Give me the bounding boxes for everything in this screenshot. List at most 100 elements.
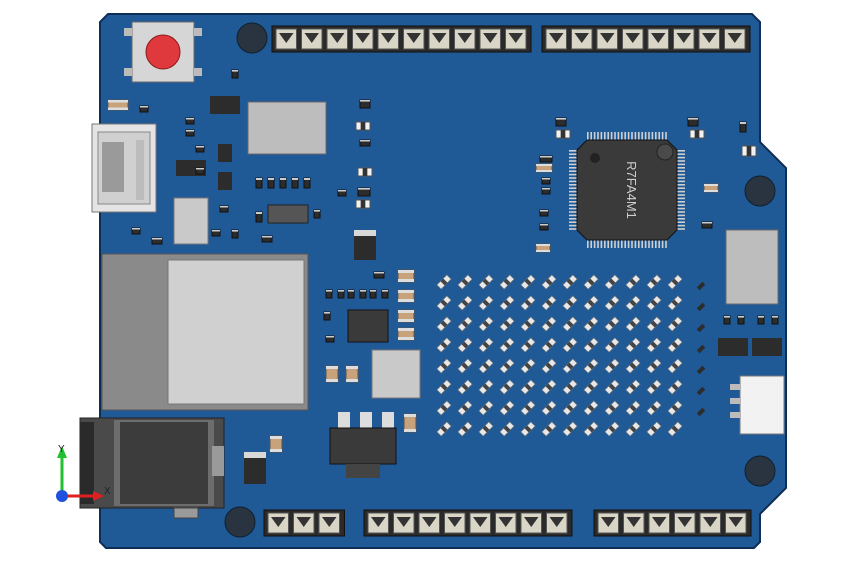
smd-resistor — [539, 223, 549, 231]
matrix-led — [520, 358, 536, 374]
header-top-right — [541, 25, 751, 53]
matrix-led — [562, 421, 578, 437]
matrix-led — [625, 358, 641, 374]
matrix-led — [436, 295, 452, 311]
header-pin — [647, 28, 669, 50]
matrix-led — [625, 421, 641, 437]
header-pin — [403, 28, 425, 50]
smd-resistor — [739, 121, 747, 133]
smd-resistor — [151, 237, 163, 245]
smd-resistor — [337, 189, 347, 197]
qwiic-connector — [730, 375, 785, 435]
matrix-led — [457, 295, 473, 311]
matrix-led — [562, 400, 578, 416]
smd-resistor — [359, 99, 371, 109]
matrix-led — [436, 379, 452, 395]
smd-resistor — [687, 117, 699, 127]
smd-capacitor — [345, 365, 359, 383]
smd-resistor — [219, 205, 229, 213]
smd-resistor — [195, 167, 205, 175]
matrix-led — [646, 316, 662, 332]
header-pin — [293, 512, 315, 534]
matrix-led — [604, 295, 620, 311]
matrix-led — [520, 295, 536, 311]
matrix-led — [646, 379, 662, 395]
smd-resistor — [541, 187, 551, 195]
smd-resistor — [347, 289, 355, 299]
smd-resistor — [267, 177, 275, 189]
smd-resistor — [255, 211, 263, 223]
matrix-led — [604, 358, 620, 374]
header-pin — [520, 512, 542, 534]
diodes — [244, 230, 376, 484]
matrix-led — [478, 295, 494, 311]
matrix-led — [478, 421, 494, 437]
matrix-led — [646, 274, 662, 290]
smd-resistor — [313, 209, 321, 219]
matrix-led — [667, 379, 683, 395]
smd-capacitor — [325, 365, 339, 383]
matrix-led — [583, 400, 599, 416]
header-pin — [505, 28, 527, 50]
smd-resistor — [303, 177, 311, 189]
matrix-led — [646, 295, 662, 311]
smd-resistor — [359, 139, 371, 147]
matrix-led — [604, 400, 620, 416]
matrix-led — [478, 316, 494, 332]
smd-led — [355, 121, 371, 131]
header-pin — [377, 28, 399, 50]
matrix-led — [625, 295, 641, 311]
matrix-led — [478, 337, 494, 353]
header-pin — [393, 512, 415, 534]
header-pin — [367, 512, 389, 534]
matrix-led — [604, 421, 620, 437]
matrix-led — [583, 421, 599, 437]
matrix-led — [625, 316, 641, 332]
smd-resistor — [185, 117, 195, 125]
matrix-led — [436, 421, 452, 437]
header-pin — [699, 512, 721, 534]
matrix-led — [520, 274, 536, 290]
smd-resistor — [337, 289, 345, 299]
smd-capacitor — [397, 289, 415, 303]
matrix-led — [667, 421, 683, 437]
matrix-led — [667, 337, 683, 353]
matrix-led — [604, 379, 620, 395]
matrix-led — [583, 295, 599, 311]
header-top-left — [271, 25, 532, 53]
header-pin — [698, 28, 720, 50]
matrix-led — [541, 358, 557, 374]
smd-resistor — [325, 335, 335, 343]
matrix-led — [499, 358, 515, 374]
header-pin — [318, 512, 340, 534]
smd-resistor — [369, 289, 377, 299]
matrix-led — [541, 421, 557, 437]
matrix-led — [583, 274, 599, 290]
matrix-led — [457, 316, 473, 332]
smd-capacitor — [535, 243, 551, 253]
header-pin — [352, 28, 374, 50]
wifi-module — [101, 253, 309, 411]
header-pin — [648, 512, 670, 534]
header-pin — [596, 28, 618, 50]
smd-resistor — [723, 315, 731, 325]
header-pin — [571, 28, 593, 50]
header-pin — [267, 512, 289, 534]
reset-button-cap[interactable] — [145, 34, 181, 70]
smd-resistor — [131, 227, 141, 235]
matrix-led — [696, 302, 706, 312]
matrix-led — [520, 421, 536, 437]
smd-resistor — [373, 271, 385, 279]
reset-button[interactable] — [124, 21, 202, 83]
header-pin — [454, 28, 476, 50]
smd-resistor — [541, 177, 551, 185]
smd-capacitor — [535, 163, 553, 173]
matrix-led — [457, 358, 473, 374]
matrix-led — [499, 400, 515, 416]
smd-resistor — [539, 155, 553, 163]
smd-resistor — [701, 221, 713, 229]
header-pin — [546, 512, 568, 534]
smd-resistor — [139, 105, 149, 113]
axis-x-label: X — [104, 486, 111, 497]
